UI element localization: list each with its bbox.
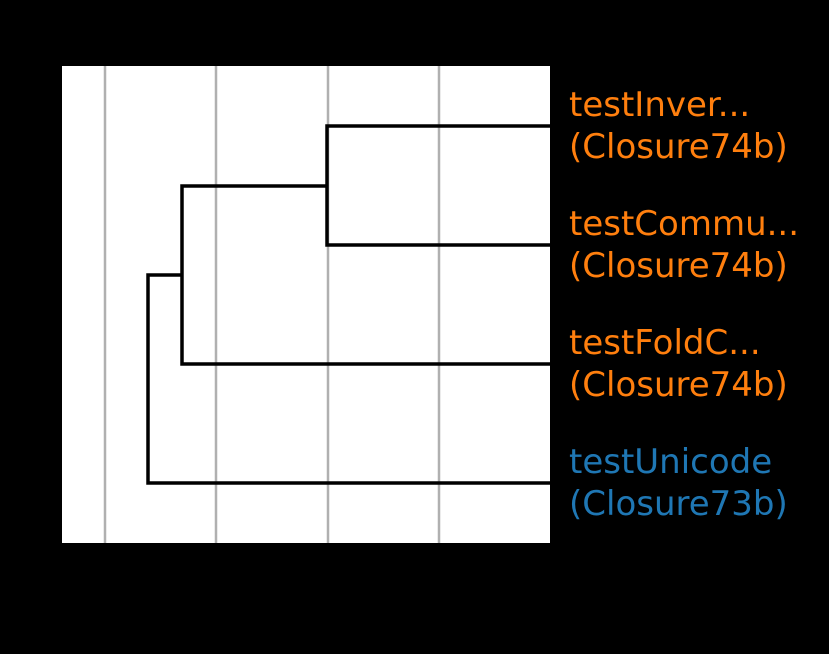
leaf-project-name: (Closure74b) xyxy=(569,127,788,167)
leaf-label-testFoldC: testFoldC... (Closure74b) xyxy=(569,322,788,406)
plot-area xyxy=(62,66,550,543)
leaf-project-name: (Closure74b) xyxy=(569,365,788,405)
leaf-project-name: (Closure73b) xyxy=(569,484,788,524)
leaf-test-name: testInver... xyxy=(569,85,751,125)
leaf-test-name: testUnicode xyxy=(569,442,773,482)
leaf-test-name: testFoldC... xyxy=(569,323,761,363)
leaf-label-testUnicode: testUnicode (Closure73b) xyxy=(569,441,788,525)
leaf-test-name: testCommu... xyxy=(569,204,800,244)
leaf-label-testCommu: testCommu... (Closure74b) xyxy=(569,203,799,287)
leaf-label-testInver: testInver... (Closure74b) xyxy=(569,84,788,168)
dendrogram-link xyxy=(146,273,550,485)
leaf-project-name: (Closure74b) xyxy=(569,246,788,286)
